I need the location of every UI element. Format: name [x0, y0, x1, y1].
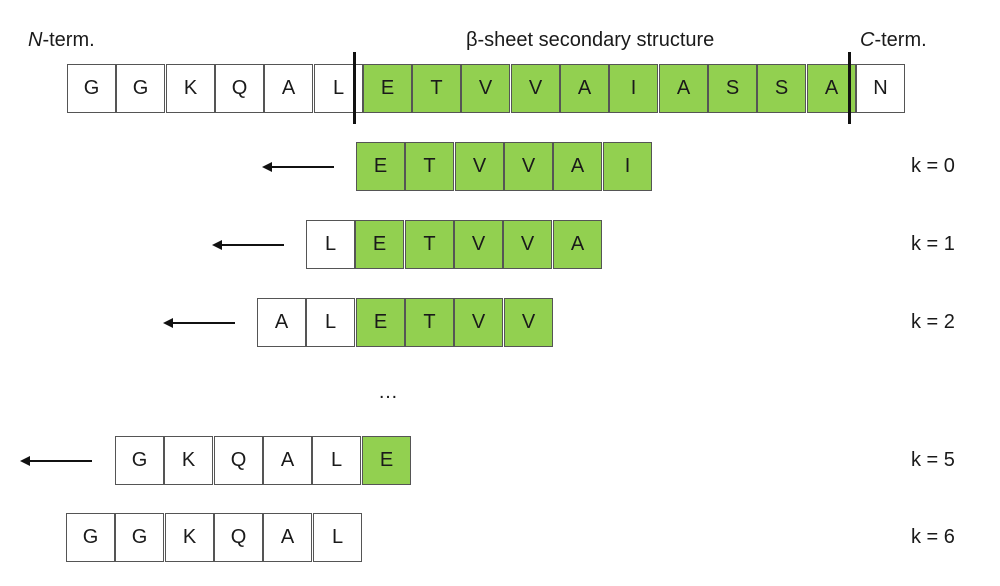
- fragment-residue: I: [603, 142, 652, 191]
- fragment-residue: T: [405, 298, 454, 347]
- fragment-residue: V: [455, 142, 504, 191]
- fragment-residue: G: [66, 513, 115, 562]
- fragment-residue: A: [263, 436, 312, 485]
- fragment-residue: V: [504, 142, 553, 191]
- sequence-residue: A: [807, 64, 856, 113]
- left-arrow-icon: [212, 239, 284, 251]
- beta-sheet-title: β-sheet secondary structure: [466, 29, 715, 51]
- c-term-suffix: -term.: [874, 29, 927, 51]
- c-term-letter: C: [860, 29, 875, 51]
- sheet-start-divider: [353, 52, 356, 124]
- sequence-residue: N: [856, 64, 905, 113]
- sequence-residue: V: [511, 64, 560, 113]
- k-label: k = 5: [911, 449, 955, 471]
- fragment-residue: V: [504, 298, 553, 347]
- fragment-residue: K: [165, 513, 214, 562]
- fragment-residue: K: [164, 436, 213, 485]
- fragment-residue: Q: [214, 436, 263, 485]
- n-term-suffix: -term.: [42, 29, 95, 51]
- k-label: k = 0: [911, 155, 955, 177]
- fragment-residue: G: [115, 436, 164, 485]
- fragment-residue: V: [454, 298, 503, 347]
- fragment-residue: E: [356, 298, 405, 347]
- sequence-residue: S: [708, 64, 757, 113]
- fragment-residue: V: [503, 220, 552, 269]
- k-label: k = 6: [911, 526, 955, 548]
- sequence-residue: Q: [215, 64, 264, 113]
- sequence-residue: A: [560, 64, 609, 113]
- sequence-residue: A: [264, 64, 313, 113]
- sequence-residue: A: [659, 64, 708, 113]
- sequence-residue: G: [67, 64, 116, 113]
- n-term-label: N-term.: [28, 28, 95, 52]
- sheet-end-divider: [848, 52, 851, 124]
- fragment-residue: L: [313, 513, 362, 562]
- fragment-residue: E: [355, 220, 404, 269]
- fragment-residue: L: [306, 298, 355, 347]
- fragment-residue: V: [454, 220, 503, 269]
- fragment-residue: L: [312, 436, 361, 485]
- fragment-residue: A: [553, 142, 602, 191]
- fragment-residue: A: [263, 513, 312, 562]
- fragment-residue: G: [115, 513, 164, 562]
- fragment-residue: T: [405, 142, 454, 191]
- n-term-letter: N: [28, 29, 43, 51]
- c-term-label: C-term.: [860, 28, 927, 52]
- ellipsis: …: [378, 381, 398, 403]
- sequence-residue: G: [116, 64, 165, 113]
- fragment-residue: L: [306, 220, 355, 269]
- fragment-residue: A: [553, 220, 602, 269]
- fragment-residue: Q: [214, 513, 263, 562]
- sequence-residue: T: [412, 64, 461, 113]
- left-arrow-icon: [262, 161, 334, 173]
- fragment-residue: A: [257, 298, 306, 347]
- k-label: k = 1: [911, 233, 955, 255]
- fragment-residue: E: [356, 142, 405, 191]
- sequence-residue: S: [757, 64, 806, 113]
- left-arrow-icon: [163, 317, 235, 329]
- sequence-residue: E: [363, 64, 412, 113]
- k-label: k = 2: [911, 311, 955, 333]
- sequence-residue: I: [609, 64, 658, 113]
- fragment-residue: E: [362, 436, 411, 485]
- sequence-residue: K: [166, 64, 215, 113]
- left-arrow-icon: [20, 455, 92, 467]
- sequence-residue: V: [461, 64, 510, 113]
- fragment-residue: T: [405, 220, 454, 269]
